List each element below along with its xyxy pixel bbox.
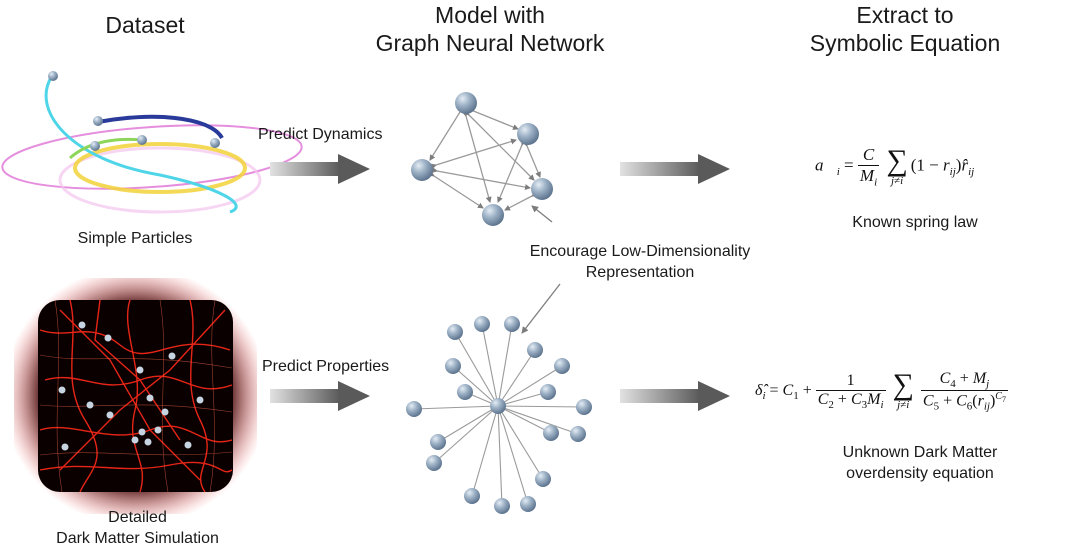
dark-matter-particles: [58, 321, 204, 451]
label-unknown-line2: overdensity equation: [846, 465, 994, 482]
header-model-line1: Model with: [435, 2, 545, 28]
graph-node: [517, 123, 539, 145]
arrow-extract-bottom: [620, 381, 730, 411]
dark-matter-illustration: [14, 278, 257, 514]
pointer-arrow-top: [531, 205, 553, 223]
graph-node: [482, 204, 504, 226]
arrow-extract-top: [620, 154, 730, 184]
graph-node: [531, 178, 553, 200]
label-predict-dynamics: Predict Dynamics: [258, 126, 383, 143]
orbit-cyan: [44, 75, 238, 214]
process-arrows: [270, 154, 730, 411]
label-encourage-line1: Encourage Low-Dimensionality: [529, 243, 751, 260]
orbit-green: [68, 137, 143, 160]
pointer-arrow-bottom: [521, 283, 561, 334]
label-known-spring-law: Known spring law: [852, 214, 978, 231]
label-simple-particles: Simple Particles: [77, 230, 193, 247]
graph-node: [455, 92, 477, 114]
label-predict-properties: Predict Properties: [262, 358, 390, 375]
header-dataset: Dataset: [105, 12, 185, 38]
graph-bottom-nodes: [406, 316, 592, 514]
particle: [48, 71, 58, 81]
particle: [137, 135, 147, 145]
graph-bottom-edges: [413, 323, 585, 507]
orbit-pink: [58, 146, 262, 214]
orbit-navy: [97, 114, 224, 140]
header-extract-line1: Extract to: [856, 2, 954, 28]
graph-top-edges: [428, 105, 541, 211]
header-extract-line2: Symbolic Equation: [809, 30, 1001, 56]
arrow-predict-dynamics: [270, 154, 370, 184]
graph-node: [411, 159, 433, 181]
graph-top: [411, 92, 553, 226]
header-model-line2: Graph Neural Network: [375, 30, 605, 56]
simple-particles-illustration: [1, 71, 303, 214]
graph-bottom: [406, 316, 592, 514]
particle: [90, 141, 100, 151]
orbit-magenta: [1, 124, 303, 190]
label-unknown-line1: Unknown Dark Matter: [842, 444, 998, 461]
arrow-predict-properties: [270, 381, 370, 411]
label-encourage-line2: Representation: [585, 264, 695, 281]
particle: [210, 138, 220, 148]
label-dark-matter-simulation: Dark Matter Simulation: [56, 530, 219, 547]
label-detailed: Detailed: [108, 509, 167, 526]
orbit-yellow: [73, 142, 247, 194]
particle: [93, 116, 103, 126]
